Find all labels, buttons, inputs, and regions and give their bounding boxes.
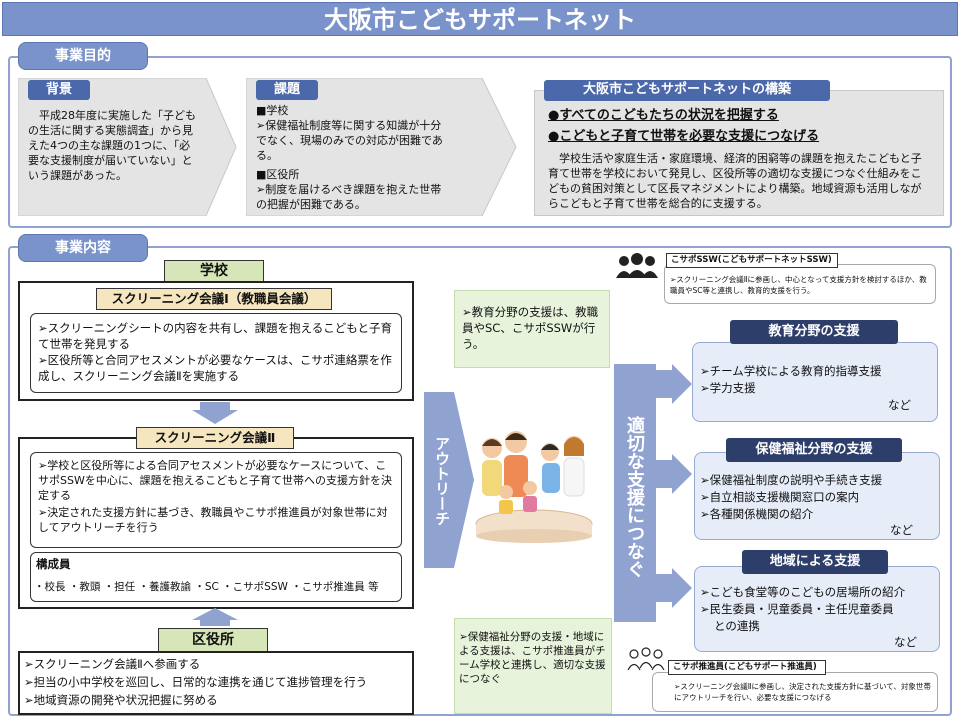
construction-box <box>534 90 944 216</box>
construction-point-2: ●こどもと子育て世帯を必要な支援につなげる <box>548 129 820 144</box>
members-title: 構成員 <box>36 557 71 571</box>
edu-support-title: 教育分野の支援 <box>730 320 898 344</box>
meeting2-scroll <box>30 452 402 548</box>
meeting1-bullet-1: ➢スクリーニングシートの内容を共有し、課題を抱えるこどもと子育て世帯を発見する <box>38 321 393 351</box>
community-support-bullet-2: ➢民生委員・児童委員・主任児童委員 <box>700 602 894 616</box>
group-people-icon <box>616 253 658 278</box>
note-welfare-text: ➢保健福祉分野の支援・地域による支援は、こサポ推進員がチーム学校と連携し、適切な… <box>459 631 606 685</box>
meeting2-title: スクリーニング会議Ⅱ <box>136 427 294 449</box>
ward-title: 区役所 <box>158 628 268 652</box>
community-support-etc: など <box>894 635 917 649</box>
welfare-support-title: 保健福祉分野の支援 <box>726 438 902 462</box>
note-education-text: ➢教育分野の支援は、教職員やSC、こサポSSWが行う。 <box>462 305 599 351</box>
ward-bullet-1: ➢スクリーニング会議Ⅱへ参画する <box>24 657 201 671</box>
welfare-support-bullet-3: ➢各種関係機関の紹介 <box>700 507 814 521</box>
school-title: 学校 <box>164 260 264 282</box>
ward-bullet-2: ➢担当の小中学校を巡回し、日常的な連携を通じて進捗管理を行う <box>24 675 368 689</box>
meeting1-title: スクリーニング会議Ⅰ（教職員会議） <box>96 288 332 310</box>
issues-arrow-shape <box>246 78 517 216</box>
edu-support-bullet-1: ➢チーム学校による教育的指導支援 <box>700 364 882 378</box>
outreach-arrow-shape <box>424 392 474 568</box>
construction-title: 大阪市こどもサポートネットの構築 <box>544 80 830 101</box>
note-welfare <box>454 618 612 714</box>
issues-ward-text: ➢制度を届けるべき課題を抱えた世帯の把握が困難である。 <box>256 183 442 211</box>
people-outline-icon <box>627 647 665 671</box>
promoter-label: こサポ推進員(こどもサポート推進員) <box>668 660 826 675</box>
issues-ward-label: ■区役所 <box>256 168 300 181</box>
meeting2-bullet-2: ➢決定された支援方針に基づき、教職員やこサポ推進員が対象世帯に対してアウトリーチ… <box>38 506 388 534</box>
promoter-box <box>652 672 938 712</box>
note-education <box>454 290 610 368</box>
page-title: 大阪市こどもサポートネット <box>2 2 958 36</box>
edu-support-bullet-2: ➢学力支援 <box>700 381 756 395</box>
up-arrow-icon <box>192 608 238 626</box>
issues-school-label: ■学校 <box>256 104 289 117</box>
connect-label: 適切な支援につなぐ <box>624 416 645 578</box>
issues-school-text: ➢保健福祉制度等に関する知識が十分でなく、現場のみでの対応が困難である。 <box>256 119 443 162</box>
background-arrow-shape <box>18 78 237 216</box>
background-text: 平成28年度に実施した「子どもの生活に関する実態調査」から見えた4つの主な課題の… <box>28 109 196 182</box>
ssw-text: ➢スクリーニング会議Ⅱに参画し、中心となって支援方針を検討するほか、教職員やSC… <box>670 275 927 295</box>
connect-arrow-shape <box>614 364 692 622</box>
welfare-support-bullet-1: ➢保健福祉制度の説明や手続き支援 <box>700 473 883 487</box>
purpose-tab: 事業目的 <box>18 42 148 70</box>
members-box <box>30 552 402 602</box>
content-tab: 事業内容 <box>18 234 148 262</box>
outreach-label: アウトリーチ <box>433 436 451 526</box>
construction-point-1: ●すべてのこどもたちの状況を把握する <box>548 108 779 123</box>
ssw-label: こサポSSW(こどもサポートネットSSW) <box>666 253 838 268</box>
meeting1-bullet-2: ➢区役所等と合同アセスメントが必要なケースは、こサポ連絡票を作成し、スクリーニン… <box>38 353 392 383</box>
construction-text: 学校生活や家庭生活・家庭環境、経済的困窮等の課題を抱えたこどもと子育て世帯を学校… <box>548 152 922 210</box>
members-list: ・校長 ・教頭 ・担任 ・養護教諭 ・SC ・こサポSSW ・こサポ推進員 等 <box>34 581 379 593</box>
issues-title: 課題 <box>256 80 318 100</box>
background-title: 背景 <box>28 80 90 100</box>
community-support-bullet-1: ➢こども食堂等のこどもの居場所の紹介 <box>700 585 906 599</box>
promoter-text: ➢スクリーニング会議Ⅱに参画し、決定された支援方針に基づいて、対象世帯にアウトリ… <box>674 682 931 702</box>
ward-bullet-3: ➢地域資源の開発や状況把握に努める <box>24 693 218 707</box>
edu-support-etc: など <box>888 398 911 412</box>
meeting1-scroll <box>30 313 402 393</box>
ward-box <box>18 651 414 715</box>
down-arrow-icon <box>192 402 238 424</box>
community-support-title: 地域による支援 <box>742 550 888 574</box>
welfare-support-etc: など <box>890 523 913 537</box>
welfare-support-bullet-2: ➢自立相談支援機関窓口の案内 <box>700 490 860 504</box>
edu-support-box <box>692 342 938 422</box>
meeting2-bullet-1: ➢学校と区役所等による合同アセスメントが必要なケースについて、こサポSSWを中心… <box>38 459 392 502</box>
welfare-support-box <box>694 452 940 540</box>
family-illustration <box>475 431 593 543</box>
community-support-bullet-3: との連携 <box>714 619 760 633</box>
